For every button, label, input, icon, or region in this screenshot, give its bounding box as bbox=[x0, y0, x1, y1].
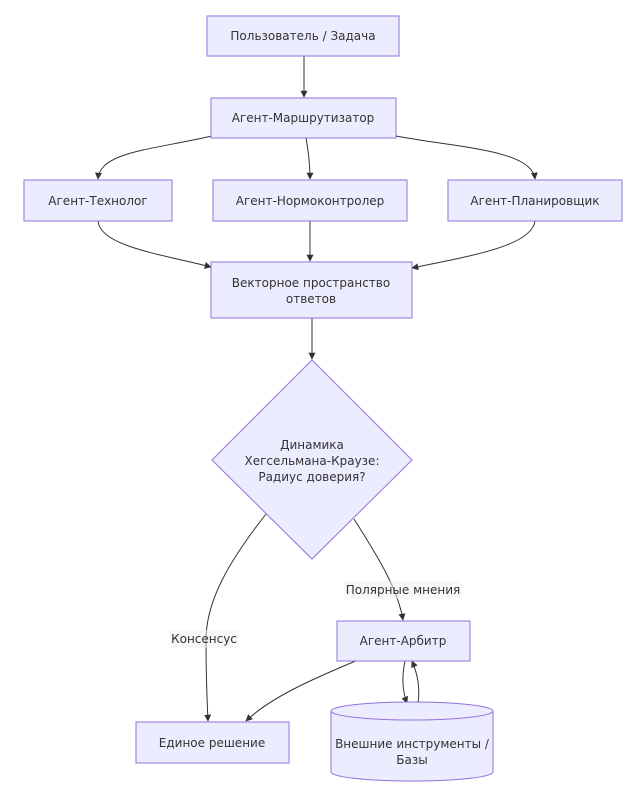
node-external-tools-label-line2: Базы bbox=[396, 753, 427, 767]
node-decision-label-line1: Динамика bbox=[280, 438, 344, 452]
edge-planner-to-vector bbox=[411, 220, 536, 271]
edge-label-polar-opinions-text: Полярные мнения bbox=[346, 583, 461, 597]
edge-router-to-technologist bbox=[94, 135, 213, 180]
node-external-tools[interactable]: Внешние инструменты / Базы bbox=[330, 701, 494, 782]
node-external-tools-label-line1: Внешние инструменты / bbox=[335, 737, 490, 751]
node-decision-label-line2: Хегсельмана-Краузе: bbox=[245, 454, 380, 468]
edge-arbiter-to-single-solution bbox=[245, 659, 359, 722]
node-vector-space-label-line1: Векторное пространство bbox=[232, 276, 390, 290]
node-arbiter[interactable]: Агент-Арбитр bbox=[336, 620, 471, 662]
node-user-task-label: Пользователь / Задача bbox=[230, 29, 375, 43]
edge-router-to-normcontroller bbox=[305, 137, 314, 180]
node-vector-space[interactable]: Векторное пространство ответов bbox=[210, 261, 413, 319]
node-planner-label: Агент-Планировщик bbox=[470, 194, 599, 208]
edge-decision-to-arbiter bbox=[353, 518, 406, 621]
node-technologist[interactable]: Агент-Технолог bbox=[23, 179, 173, 222]
node-vector-space-label-line2: ответов bbox=[286, 292, 336, 306]
node-single-solution[interactable]: Единое решение bbox=[135, 721, 290, 764]
edge-arbiter-to-tools bbox=[401, 660, 409, 704]
node-planner[interactable]: Агент-Планировщик bbox=[447, 179, 623, 222]
edge-router-to-planner bbox=[395, 135, 538, 180]
node-user-task[interactable]: Пользователь / Задача bbox=[206, 15, 400, 57]
node-technologist-label: Агент-Технолог bbox=[48, 194, 147, 208]
edge-label-polar-opinions: Полярные мнения bbox=[344, 581, 462, 599]
node-decision[interactable]: Динамика Хегсельмана-Краузе: Радиус дове… bbox=[211, 359, 413, 560]
edge-tools-to-arbiter bbox=[411, 660, 420, 704]
node-normcontroller-label: Агент-Нормоконтролер bbox=[236, 194, 385, 208]
edge-technologist-to-vector bbox=[97, 220, 212, 269]
node-router-label: Агент-Маршрутизатор bbox=[232, 111, 375, 125]
node-arbiter-label: Агент-Арбитр bbox=[360, 634, 447, 648]
edge-label-consensus: Консенсус bbox=[170, 630, 238, 648]
edge-decision-to-single-solution bbox=[204, 513, 267, 722]
node-normcontroller[interactable]: Агент-Нормоконтролер bbox=[212, 179, 408, 222]
node-single-solution-label: Единое решение bbox=[159, 736, 265, 750]
edge-label-consensus-text: Консенсус bbox=[171, 632, 237, 646]
node-decision-label-line3: Радиус доверия? bbox=[258, 470, 365, 484]
node-router[interactable]: Агент-Маршрутизатор bbox=[210, 97, 397, 139]
